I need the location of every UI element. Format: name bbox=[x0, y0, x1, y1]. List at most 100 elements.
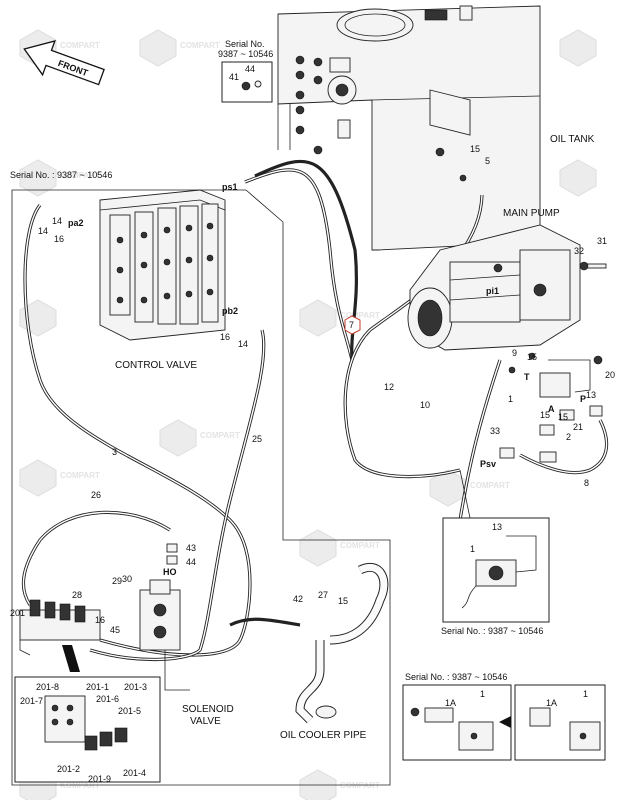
part-30: 30 bbox=[122, 574, 132, 584]
part-21: 21 bbox=[573, 422, 583, 432]
main-pump: MAIN PUMP pi1 bbox=[407, 208, 581, 351]
svg-text:VALVE: VALVE bbox=[190, 716, 221, 727]
part-201-7: 201-7 bbox=[20, 696, 43, 706]
part-28: 28 bbox=[72, 590, 82, 600]
hose-10: 10 bbox=[420, 400, 430, 410]
hose-26: 26 bbox=[91, 490, 101, 500]
svg-text:9387 ~ 10546: 9387 ~ 10546 bbox=[218, 49, 273, 59]
part-201-2: 201-2 bbox=[57, 764, 80, 774]
part-44: 44 bbox=[186, 557, 196, 567]
svg-text:COMPART: COMPART bbox=[200, 431, 240, 440]
control-valve: CONTROL VALVE bbox=[99, 189, 226, 371]
part-201: 201 bbox=[10, 608, 25, 618]
part-14: 14 bbox=[238, 339, 248, 349]
part-16: 16 bbox=[54, 234, 64, 244]
part-201-1: 201-1 bbox=[86, 682, 109, 692]
part-41: 41 bbox=[229, 72, 239, 82]
part-201-9: 201-9 bbox=[88, 774, 111, 784]
part-1: 1 bbox=[508, 394, 513, 404]
hose-3: 3 bbox=[112, 447, 117, 457]
part-201-8: 201-8 bbox=[36, 682, 59, 692]
part-13: 13 bbox=[492, 522, 502, 532]
port-pb2: pb2 bbox=[222, 306, 238, 316]
svg-text:COMPART: COMPART bbox=[340, 311, 380, 320]
callout-7: 7 bbox=[344, 315, 361, 335]
part-5: 5 bbox=[485, 156, 490, 166]
part-201-6: 201-6 bbox=[96, 694, 119, 704]
hose-25: 25 bbox=[252, 434, 262, 444]
svg-text:Serial No. : 9387 ~ 10546: Serial No. : 9387 ~ 10546 bbox=[10, 170, 112, 180]
part-43: 43 bbox=[186, 543, 196, 553]
part-31: 31 bbox=[597, 236, 607, 246]
part-20: 20 bbox=[605, 370, 615, 380]
svg-text:COMPART: COMPART bbox=[340, 781, 380, 790]
hose-8: 8 bbox=[584, 478, 589, 488]
part-15: 15 bbox=[527, 352, 537, 362]
svg-text:COMPART: COMPART bbox=[340, 541, 380, 550]
part-45: 45 bbox=[110, 625, 120, 635]
oil-tank-caption: OIL TANK bbox=[550, 134, 595, 145]
svg-text:COMPART: COMPART bbox=[60, 471, 100, 480]
svg-text:KOMPART: KOMPART bbox=[60, 781, 100, 790]
port-ps1: ps1 bbox=[222, 182, 238, 192]
svg-text:OIL COOLER PIPE: OIL COOLER PIPE bbox=[280, 730, 367, 741]
part-13: 13 bbox=[586, 390, 596, 400]
watermark-logo: COMPART bbox=[299, 529, 380, 567]
part-15: 15 bbox=[338, 596, 348, 606]
detail-box-1A: Serial No. : 9387 ~ 10546 1 1A 1 1A bbox=[402, 672, 606, 761]
watermark-logo: COMPART bbox=[159, 419, 240, 457]
part-44: 44 bbox=[245, 64, 255, 74]
watermark-logo bbox=[559, 159, 597, 197]
port-A: A bbox=[548, 404, 555, 414]
part-1A: 1A bbox=[546, 698, 557, 708]
svg-text:7: 7 bbox=[349, 320, 354, 330]
fittings-43-44 bbox=[166, 543, 178, 565]
part-32: 32 bbox=[574, 246, 584, 256]
part-29: 29 bbox=[112, 576, 122, 586]
watermark-layer: COMPART COMPART COMPART COMPART COMPART bbox=[19, 29, 597, 800]
detail-box-201: 201-8 201-1 201-3 201-7 201-6 201-5 201-… bbox=[14, 676, 161, 784]
detail-box-solenoid: 13 1 Serial No. : 9387 ~ 10546 bbox=[441, 469, 550, 636]
port-pa2: pa2 bbox=[68, 218, 84, 228]
part-16: 16 bbox=[95, 615, 105, 625]
part-9: 9 bbox=[512, 348, 517, 358]
svg-text:SOLENOID: SOLENOID bbox=[182, 704, 234, 715]
part-1: 1 bbox=[470, 544, 475, 554]
watermark-logo: COMPART bbox=[299, 299, 380, 337]
part-15: 15 bbox=[558, 412, 568, 422]
svg-text:COMPART: COMPART bbox=[470, 481, 510, 490]
svg-text:COMPART: COMPART bbox=[180, 41, 220, 50]
part-15: 15 bbox=[470, 144, 480, 154]
watermark-logo bbox=[559, 29, 597, 67]
part-15: 15 bbox=[540, 410, 550, 420]
part-201-3: 201-3 bbox=[124, 682, 147, 692]
watermark-logo: COMPART bbox=[429, 469, 510, 507]
solenoid-valve: SOLENOID VALVE bbox=[139, 579, 234, 727]
port-pi1: pi1 bbox=[486, 286, 499, 296]
serial-frame-left: Serial No. : 9387 ~ 10546 bbox=[10, 170, 391, 786]
svg-text:COMPART: COMPART bbox=[60, 41, 100, 50]
watermark-logo: COMPART bbox=[19, 459, 100, 497]
part-201-4: 201-4 bbox=[123, 768, 146, 778]
watermark-logo: COMPART bbox=[19, 159, 100, 197]
bolt-31 bbox=[579, 261, 607, 271]
port-HO: HO bbox=[163, 567, 177, 577]
oil-cooler-pipe: OIL COOLER PIPE bbox=[280, 562, 389, 741]
solenoid-valve-block: 201 16 bbox=[10, 599, 105, 672]
part-201-5: 201-5 bbox=[118, 706, 141, 716]
pump-fittings bbox=[499, 352, 603, 463]
svg-text:Serial No. : 9387 ~ 10546: Serial No. : 9387 ~ 10546 bbox=[441, 626, 543, 636]
control-valve-caption: CONTROL VALVE bbox=[115, 360, 197, 371]
part-14: 14 bbox=[38, 226, 48, 236]
port-P: P bbox=[580, 394, 586, 404]
part-27: 27 bbox=[318, 590, 328, 600]
main-pump-caption: MAIN PUMP bbox=[503, 208, 560, 219]
port-Psv: Psv bbox=[480, 459, 496, 469]
part-2: 2 bbox=[566, 432, 571, 442]
part-16: 16 bbox=[220, 332, 230, 342]
port-T: T bbox=[524, 372, 530, 382]
part-1: 1 bbox=[480, 689, 485, 699]
part-14: 14 bbox=[52, 216, 62, 226]
